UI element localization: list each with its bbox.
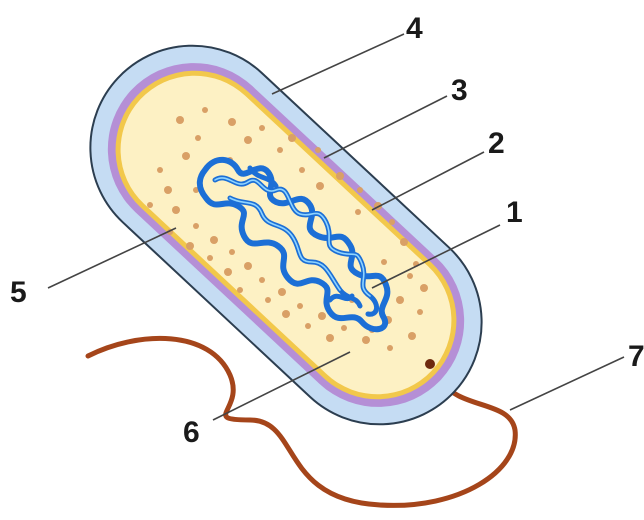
ribosome-dot bbox=[210, 236, 218, 244]
ribosome-dot bbox=[408, 332, 416, 340]
label-2: 2 bbox=[488, 127, 505, 160]
ribosome-dot bbox=[224, 268, 232, 276]
leader-line-4 bbox=[272, 34, 404, 94]
ribosome-dot bbox=[244, 136, 252, 144]
ribosome-dot bbox=[147, 202, 153, 208]
ribosome-dot bbox=[389, 219, 395, 225]
leader-line-5 bbox=[48, 228, 176, 288]
ribosome-dot bbox=[195, 135, 201, 141]
cell-body bbox=[48, 4, 524, 467]
flagellum-basal-body bbox=[425, 359, 435, 369]
ribosome-dot bbox=[305, 323, 311, 329]
label-6: 6 bbox=[183, 416, 200, 449]
ribosome-dot bbox=[417, 309, 423, 315]
ribosome-dot bbox=[277, 147, 283, 153]
label-7: 7 bbox=[628, 340, 644, 373]
ribosome-dot bbox=[186, 242, 194, 250]
ribosome-dot bbox=[355, 209, 361, 215]
ribosome-dot bbox=[315, 147, 321, 153]
ribosome-dot bbox=[299, 167, 305, 173]
ribosome-dot bbox=[420, 284, 428, 292]
ribosome-dot bbox=[259, 277, 265, 283]
ribosome-dot bbox=[381, 259, 387, 265]
ribosome-dot bbox=[318, 312, 326, 320]
ribosome-dot bbox=[164, 186, 172, 194]
label-3: 3 bbox=[451, 74, 468, 107]
ribosome-dot bbox=[396, 296, 404, 304]
ribosome-dot bbox=[288, 134, 296, 142]
ribosome-dot bbox=[336, 172, 344, 180]
ribosome-dot bbox=[265, 297, 271, 303]
ribosome-dot bbox=[237, 287, 243, 293]
ribosome-dot bbox=[176, 116, 184, 124]
label-4: 4 bbox=[406, 12, 423, 45]
ribosome-dot bbox=[387, 345, 393, 351]
ribosome-dot bbox=[172, 206, 180, 214]
ribosome-dot bbox=[202, 107, 208, 113]
leader-line-3 bbox=[324, 96, 447, 158]
ribosome-dot bbox=[157, 167, 163, 173]
ribosome-dot bbox=[326, 334, 334, 342]
leader-line-2 bbox=[372, 152, 484, 210]
label-5: 5 bbox=[10, 276, 27, 309]
ribosome-dot bbox=[244, 262, 252, 270]
ribosome-dot bbox=[229, 249, 235, 255]
ribosome-dot bbox=[207, 255, 213, 261]
ribosome-dot bbox=[282, 310, 290, 318]
leader-line-7 bbox=[510, 357, 624, 410]
ribosome-dot bbox=[228, 118, 236, 126]
ribosome-dot bbox=[193, 223, 199, 229]
ribosome-dot bbox=[297, 303, 303, 309]
ribosome-dot bbox=[341, 325, 347, 331]
ribosome-dot bbox=[400, 238, 408, 246]
ribosome-dot bbox=[182, 152, 190, 160]
ribosome-dot bbox=[357, 187, 363, 193]
label-1: 1 bbox=[506, 196, 523, 229]
ribosome-dot bbox=[278, 288, 286, 296]
ribosome-dot bbox=[407, 273, 413, 279]
ribosome-dot bbox=[259, 125, 265, 131]
ribosome-dot bbox=[362, 336, 370, 344]
ribosome-dot bbox=[316, 182, 324, 190]
